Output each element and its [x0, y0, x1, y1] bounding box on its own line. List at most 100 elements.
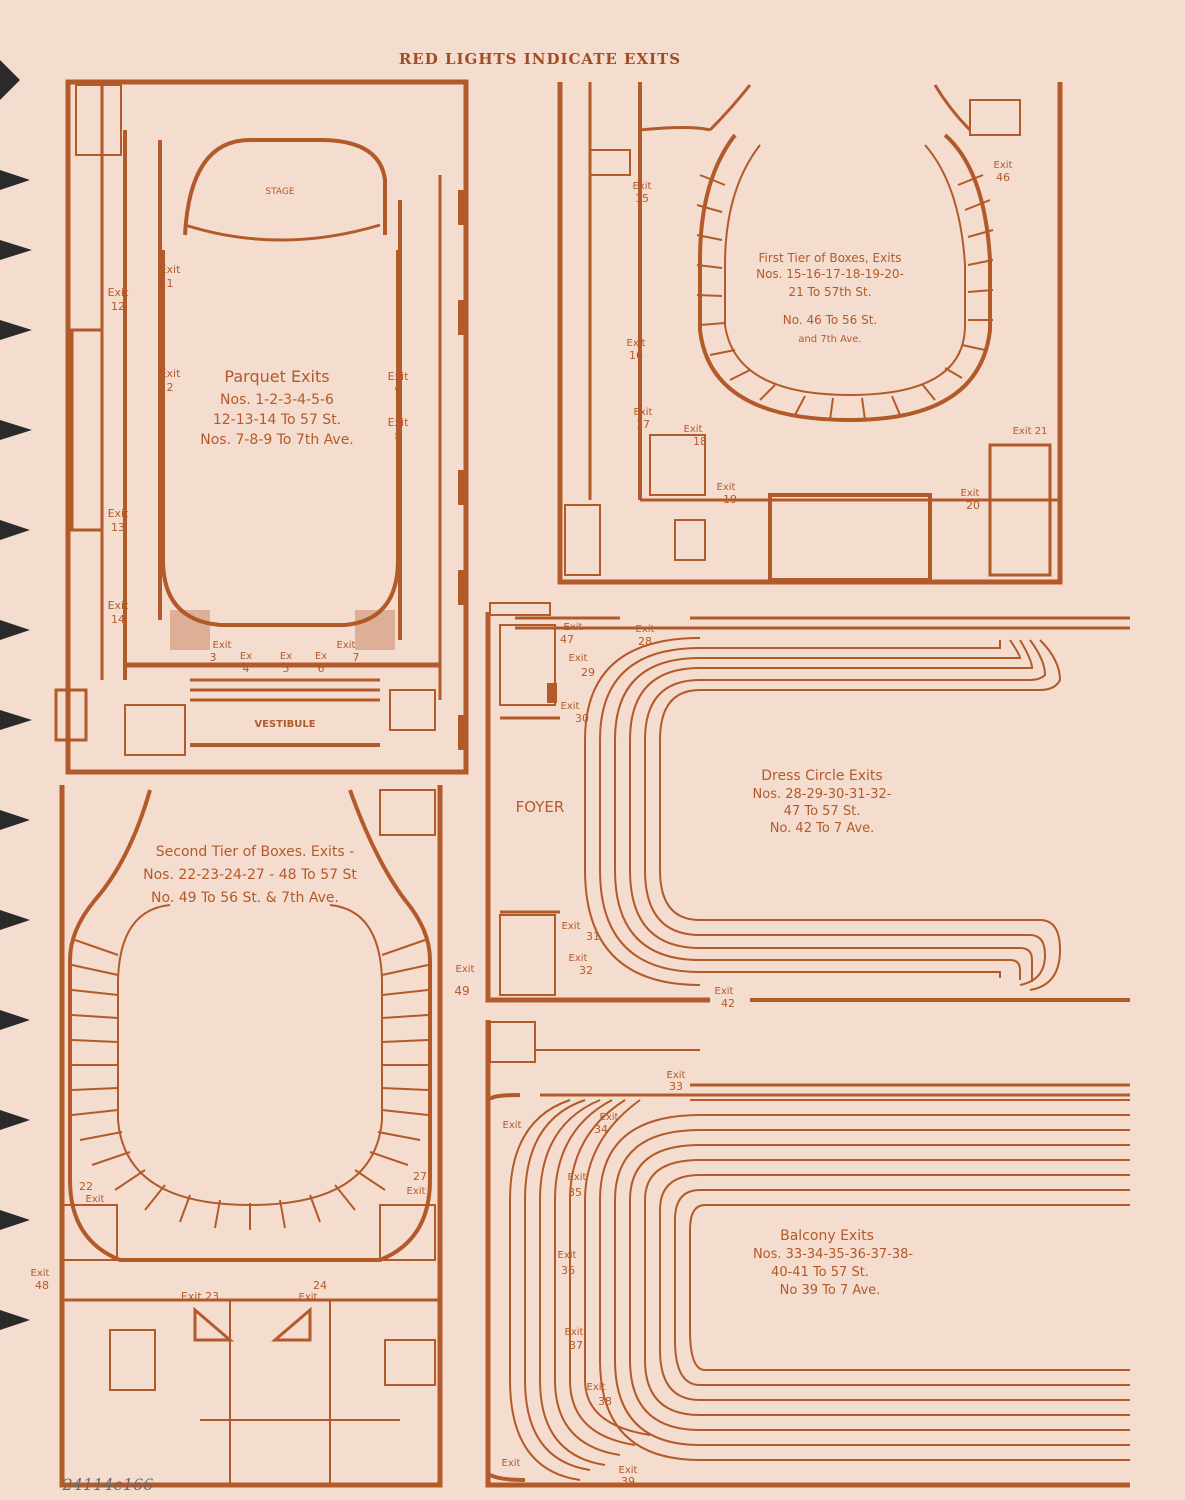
- balcony-exit-left-bottom: Exit: [502, 1458, 521, 1469]
- exit-30-label: Exit: [561, 701, 580, 712]
- exit-36-number: 36: [561, 1264, 575, 1277]
- exit-22-label: Exit: [86, 1194, 105, 1205]
- exit-46-number: 46: [996, 171, 1010, 184]
- foyer-label: FOYER: [516, 798, 565, 816]
- exit-36-label: Exit: [558, 1250, 577, 1261]
- first-tier-plan: First Tier of Boxes, Exits Nos. 15-16-17…: [557, 82, 1063, 585]
- exit-24-label: Exit: [299, 1292, 318, 1303]
- exit-12-number: 12: [111, 300, 125, 313]
- stage-label: STAGE: [265, 187, 294, 197]
- exit-16-number: 16: [629, 349, 643, 362]
- exit-1-number: 1: [167, 277, 174, 290]
- exit-33-label: Exit: [667, 1070, 686, 1081]
- exit-22-number: 22: [79, 1180, 93, 1193]
- dress-circle-plan: FOYER Dress Circle Exits Nos. 28-29-30-3…: [485, 602, 1130, 1010]
- first-tier-line1: First Tier of Boxes, Exits: [758, 251, 901, 265]
- exit-34-number: 34: [594, 1123, 608, 1136]
- exit-35-label: Exit: [568, 1172, 587, 1183]
- parquet-exits-line1: Nos. 1-2-3-4-5-6: [220, 392, 334, 408]
- exit-18-label: Exit: [684, 424, 703, 435]
- exit-35-number: 35: [568, 1186, 582, 1199]
- second-tier-box-ticks: [71, 939, 429, 1230]
- balcony-line2: 40-41 To 57 St.: [771, 1265, 869, 1280]
- second-tier-line1: Second Tier of Boxes. Exits -: [156, 844, 354, 860]
- exit-7-label: Exit: [337, 640, 356, 651]
- dress-circle-title: Dress Circle Exits: [761, 768, 882, 784]
- exit-18-number: 18: [693, 435, 707, 448]
- page-heading: RED LIGHTS INDICATE EXITS: [399, 50, 681, 68]
- balcony-line1: Nos. 33-34-35-36-37-38-: [753, 1247, 913, 1262]
- parquet-plan: STAGE VESTIBULE Parquet Exits Nos. 1-2-3…: [54, 79, 469, 775]
- exit-27-label: Exit: [407, 1186, 426, 1197]
- exit-8-number: 8: [395, 430, 402, 443]
- exit-39-number: 39: [621, 1475, 635, 1488]
- balcony-exit-left-top: Exit: [503, 1120, 522, 1131]
- exit-31-number: 31: [586, 930, 600, 943]
- exit-27-number: 27: [413, 1170, 427, 1183]
- pencil-annotation: 24114e166: [62, 1475, 154, 1494]
- torn-edge: [0, 60, 32, 1330]
- first-tier-line3: 21 To 57th St.: [788, 285, 871, 299]
- exit-48-number: 48: [35, 1279, 49, 1292]
- exit-6-label: Ex: [315, 651, 327, 662]
- exit-38-number: 38: [598, 1395, 612, 1408]
- parquet-exits-line2: 12-13-14 To 57 St.: [213, 412, 341, 428]
- exit-20-label: Exit: [961, 488, 980, 499]
- balcony-rows: [488, 1093, 1130, 1482]
- exit-49-label: Exit: [456, 964, 475, 975]
- exit-37-label: Exit: [565, 1327, 584, 1338]
- exit-47-number: 47: [560, 633, 574, 646]
- exit-21-label: Exit 21: [1013, 426, 1048, 437]
- balcony-title: Balcony Exits: [780, 1228, 874, 1244]
- exit-2-number: 2: [167, 381, 174, 394]
- exit-9-number: 9: [395, 384, 402, 397]
- exit-29-label: Exit: [569, 653, 588, 664]
- exit-48-label: Exit: [31, 1268, 50, 1279]
- exit-3-number: 3: [210, 651, 217, 664]
- exit-19-number: 19: [723, 493, 737, 506]
- exit-4-label: Ex: [240, 651, 252, 662]
- vestibule-label: VESTIBULE: [254, 719, 315, 730]
- dress-circle-line3: No. 42 To 7 Ave.: [770, 821, 875, 836]
- exit-17-number: 17: [636, 418, 650, 431]
- exit-9-label: Exit: [388, 370, 410, 383]
- exit-14-number: 14: [111, 613, 125, 626]
- exit-28-label: Exit: [636, 624, 655, 635]
- exit-20-number: 20: [966, 499, 980, 512]
- dress-circle-rows: [584, 637, 1062, 991]
- exit-3-label: Exit: [213, 640, 232, 651]
- exit-13-number: 13: [111, 521, 125, 534]
- exit-2-label: Exit: [160, 367, 182, 380]
- parquet-exits-title: Parquet Exits: [224, 367, 329, 386]
- exit-19-label: Exit: [717, 482, 736, 493]
- first-tier-line5: and 7th Ave.: [798, 334, 861, 345]
- exit-28-number: 28: [638, 635, 652, 648]
- second-tier-line3: No. 49 To 56 St. & 7th Ave.: [151, 890, 339, 906]
- exit-46-label: Exit: [994, 160, 1013, 171]
- first-tier-line2: Nos. 15-16-17-18-19-20-: [756, 267, 904, 281]
- second-tier-plan: Second Tier of Boxes. Exits - Nos. 22-23…: [31, 785, 475, 1488]
- dress-circle-line2: 47 To 57 St.: [784, 804, 861, 819]
- box-tick-marks: [696, 174, 994, 421]
- exit-23-label: Exit 23: [181, 1290, 219, 1303]
- exit-15-number: 15: [635, 192, 649, 205]
- exit-42-label: Exit: [715, 986, 734, 997]
- exit-32-number: 32: [579, 964, 593, 977]
- exit-5-number: 5: [283, 662, 290, 675]
- exit-4-number: 4: [243, 662, 250, 675]
- first-tier-line4: No. 46 To 56 St.: [783, 313, 878, 327]
- exit-8-label: Exit: [388, 416, 410, 429]
- exit-38-label: Exit: [587, 1382, 606, 1393]
- exit-29-number: 29: [581, 666, 595, 679]
- exit-37-number: 37: [569, 1339, 583, 1352]
- exit-13-label: Exit: [108, 507, 130, 520]
- exit-24-number: 24: [313, 1279, 327, 1292]
- parquet-exits-line3: Nos. 7-8-9 To 7th Ave.: [200, 432, 354, 448]
- exit-30-number: 30: [575, 712, 589, 725]
- exit-17-label: Exit: [634, 407, 653, 418]
- exit-1-label: Exit: [160, 263, 182, 276]
- exit-12-label: Exit: [108, 286, 130, 299]
- exit-6-number: 6: [318, 662, 325, 675]
